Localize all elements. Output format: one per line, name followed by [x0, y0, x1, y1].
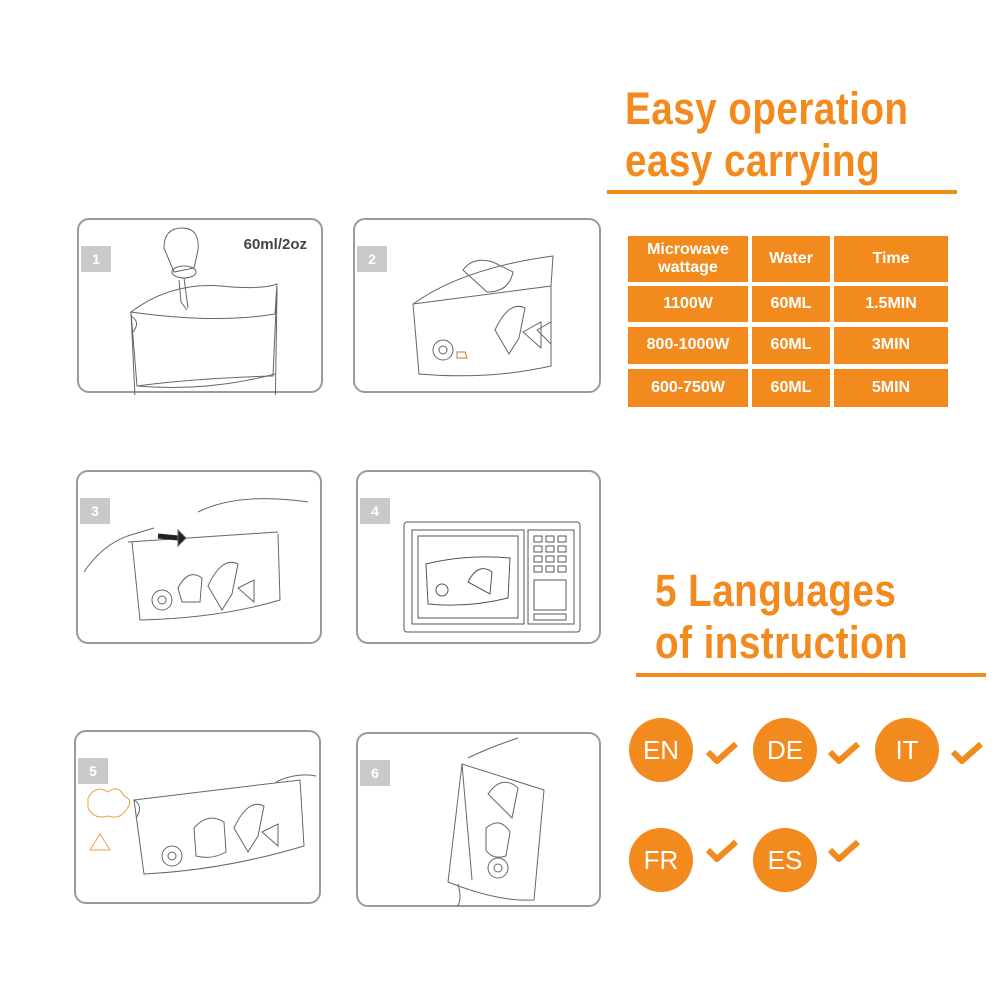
microwave-keypad	[533, 535, 567, 621]
microwave-illustration	[403, 521, 581, 633]
step-panel-5: 5	[74, 730, 321, 904]
table-header-wattage: Microwave wattage	[628, 236, 748, 282]
table-header-time: Time	[834, 236, 948, 282]
heading-easy-operation: Easy operation	[625, 83, 909, 134]
step-number-badge: 2	[357, 246, 387, 272]
checkmark-icon	[827, 741, 861, 764]
drain-bag-illustration	[447, 737, 545, 907]
table-cell: 1.5MIN	[834, 286, 948, 322]
volume-note: 60ml/2oz	[243, 236, 307, 253]
table-cell: 5MIN	[834, 369, 948, 407]
step-panel-3: 3	[76, 470, 322, 644]
open-steam-illustration	[87, 774, 317, 875]
checkmark-icon	[827, 839, 861, 862]
step-number-badge: 4	[360, 498, 390, 524]
checkmark-icon	[705, 741, 739, 764]
table-cell: 60ML	[752, 286, 830, 322]
table-cell: 3MIN	[834, 327, 948, 364]
insert-parts-illustration	[412, 255, 554, 377]
heading-of-instruction: of instruction	[655, 617, 909, 668]
table-cell: 600-750W	[628, 369, 748, 407]
step-number-badge: 1	[81, 246, 111, 272]
heading-easy-carrying: easy carrying	[625, 135, 881, 186]
language-badge-es: ES	[753, 828, 817, 892]
step-number-badge: 3	[80, 498, 110, 524]
heading-5-languages: 5 Languages	[655, 565, 897, 616]
step-panel-2: 2	[353, 218, 601, 393]
step-number-badge: 5	[78, 758, 108, 784]
table-cell: 60ML	[752, 369, 830, 407]
checkmark-icon	[705, 839, 739, 862]
language-badge-fr: FR	[629, 828, 693, 892]
step-number-badge: 6	[360, 760, 390, 786]
seal-bag-illustration	[83, 498, 309, 621]
table-cell: 1100W	[628, 286, 748, 322]
step-panel-6: 6	[356, 732, 601, 907]
language-badge-en: EN	[629, 718, 693, 782]
language-badge-de: DE	[753, 718, 817, 782]
table-header-water: Water	[752, 236, 830, 282]
step-panel-1: 1 60ml/2oz	[77, 218, 323, 395]
table-cell: 60ML	[752, 327, 830, 364]
table-cell: 800-1000W	[628, 327, 748, 364]
step-panel-4: 4	[356, 470, 601, 644]
pour-water-illustration	[129, 227, 278, 395]
heading-underline	[607, 190, 957, 194]
heading-underline	[636, 673, 986, 677]
checkmark-icon	[950, 741, 984, 764]
language-badge-it: IT	[875, 718, 939, 782]
